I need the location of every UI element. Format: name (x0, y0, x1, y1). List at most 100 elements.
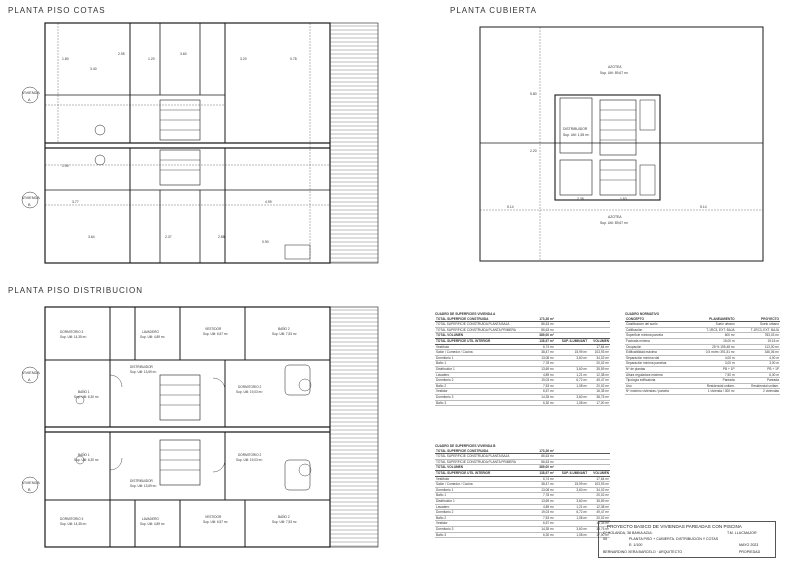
table-cell: TOTAL SUPERFICIE CONSTRUIDA PLANTA PRIME… (435, 327, 535, 334)
room-area: Sup. Util: 14,35 m² (60, 335, 86, 339)
table-cell: 7,53 m² (534, 515, 555, 522)
table-cell: 14,35 m² (534, 526, 555, 533)
room-name: DISTRIBUIDOR (130, 365, 154, 369)
table-cell (554, 448, 589, 455)
room-name: DORMITORIO 2 (238, 385, 262, 389)
room-area: Sup. Util: 89,67 m² (600, 71, 629, 75)
table-cell: 19,16 m (735, 338, 780, 345)
room-area: Sup. Util: 7,53 m² (272, 332, 297, 336)
table-cell (554, 492, 589, 499)
table-cell: 4,00 m (735, 355, 780, 362)
table-cell: 138,97 m² (534, 338, 555, 345)
table-cell: 13,69 m² (534, 498, 555, 505)
vivienda-letter: A (28, 378, 31, 382)
table-cell (588, 464, 610, 471)
table-cell: 38,47 m² (534, 481, 555, 488)
title-cotas: PLANTA PISO COTAS (8, 6, 106, 15)
dim-label: 5.80 (530, 92, 537, 96)
table-cell: TOTAL VOLUMEN (435, 332, 535, 339)
room-name: VESTIDOR (205, 327, 222, 331)
room-name: DORMITORIO 3 (60, 517, 84, 521)
table-cell: 6,74 m² (534, 476, 555, 483)
table-cell: TOTAL SUPERFICIE UTIL INTERIOR (435, 338, 535, 345)
table-cell: 49,47 m³ (588, 377, 610, 384)
table-cell: Baño 3 (435, 532, 535, 539)
table-cell (554, 344, 589, 351)
table-cell: TOTAL SUPERFICIE CONSTRUIDA (435, 448, 535, 455)
table-cell: 1,21 m² (554, 504, 589, 511)
table-cell: 20,02 m³ (588, 515, 610, 522)
table-cell: 20,02 m³ (588, 360, 610, 367)
table-cell: 12,38 m³ (588, 504, 610, 511)
vivienda-label: VIVIENDA (22, 481, 40, 485)
table-cell: Lavadero (435, 504, 535, 511)
dim-label: 0.90 (262, 240, 269, 244)
table-cell: Suelo urbano (690, 321, 736, 328)
table-cell (554, 388, 589, 395)
table-cell: 15,99 m² (554, 481, 589, 488)
table-cell: Salón / Comedor / Cocina (435, 349, 535, 356)
table-cell: Separación mínima parcelas (625, 360, 691, 367)
table-cell: 3,60 m² (554, 487, 589, 494)
table-cell: 346,06 m² (735, 349, 780, 356)
table-cell: VOLUMEN (588, 470, 610, 477)
project-title: PROYECTO BASICO DE VIVIENDAS PAREADAS CO… (607, 524, 742, 529)
dim-label: 3.20 (240, 57, 247, 61)
table-cell: 103,93 m³ (588, 349, 610, 356)
dim-label: 1.20 (148, 57, 155, 61)
cubierta-labels: AZOTEA Sup. Util: 89,67 m² DISTRIBUIDOR … (507, 65, 707, 225)
title-block: PROYECTO BASICO DE VIVIENDAS PAREADAS CO… (598, 521, 776, 558)
dim-label: 2.37 (165, 235, 172, 239)
table-cell: 19,03 m² (534, 377, 555, 384)
table-cell (554, 321, 589, 328)
table-cell: Edificabilidad máxima (625, 349, 691, 356)
project-town: T.M. LLUCMAJOR (727, 531, 757, 535)
table-cell: 7,78 m² (534, 360, 555, 367)
vivienda-markers-distribucion: VIVIENDA A VIVIENDA B (21, 366, 40, 494)
table-cell (554, 476, 589, 483)
table-cell: 4,89 m² (534, 504, 555, 511)
table-cell: 0,5 m²/m² 391,51 m² (690, 349, 736, 356)
table-cell: 6,57 m² (534, 520, 555, 527)
table-cell: 6,30 m² (534, 400, 555, 407)
table-cell: 3,60 m² (554, 355, 589, 362)
table-cell: VOLUMEN (588, 338, 610, 345)
table-cell: Baño 1 (435, 360, 535, 367)
owner: PROPIEDAD (739, 550, 761, 554)
room-name: AZOTEA (608, 215, 622, 219)
table-cell: TOTAL VOLUMEN (435, 464, 535, 471)
table-cell: Vestíbulo (435, 476, 535, 483)
table-cell (588, 453, 610, 460)
table-cell: 14,35 m² (534, 394, 555, 401)
room-area: Sup. Util: 6,57 m² (203, 520, 228, 524)
table-cell: Suelo urbano (735, 321, 780, 328)
table-cell: Vestidor (435, 388, 535, 395)
table-cell: 783,03 m² (735, 332, 780, 339)
room-name: BAÑO 2 (278, 514, 290, 519)
table-cell: 6,72 m² (554, 377, 589, 384)
table-cell: TOTAL SUPERFICIE CONSTRUIDA (435, 316, 535, 323)
table-cell: 1,08 m² (554, 532, 589, 539)
table-cell: Fachada mínima (625, 338, 691, 345)
table-cell: 17,00 m³ (588, 400, 610, 407)
room-area: Sup. Util: 19,03 m² (236, 390, 262, 394)
table-cell: T-1RC3, EXT. BAJA (735, 327, 780, 334)
room-area: Sup. Util: 6,30 m² (74, 395, 99, 399)
table-cell (554, 464, 589, 471)
table-cell: 3,60 m² (554, 366, 589, 373)
table-cell (588, 327, 610, 334)
room-area: Sup. Util: 7,53 m² (272, 520, 297, 524)
table-cell: 49,47 m³ (588, 509, 610, 516)
